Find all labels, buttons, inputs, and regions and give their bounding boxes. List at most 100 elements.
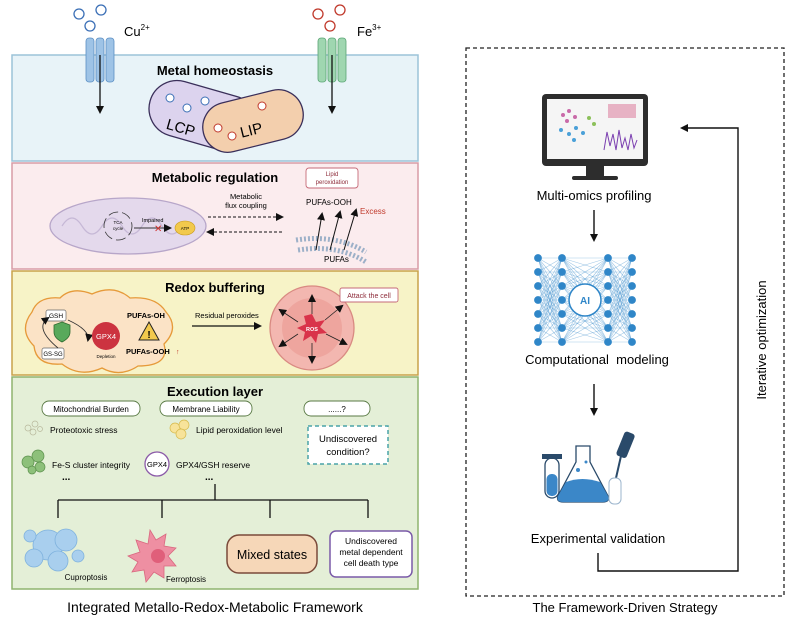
network-node [628, 338, 636, 346]
right-panel-caption: The Framework-Driven Strategy [533, 600, 718, 615]
ros-attack-arrows [278, 294, 348, 364]
left-panel-caption: Integrated Metallo-Redox-Metabolic Frame… [67, 599, 364, 615]
atp-icon [174, 220, 196, 236]
tca-cycle-label: cycle [113, 226, 124, 231]
mitochondrial-burden-label: Mitochondrial Burden [53, 405, 129, 414]
network-node [534, 338, 542, 346]
network-node [628, 268, 636, 276]
network-node [628, 282, 636, 290]
cuproptosis-label: Cuproptosis [65, 573, 108, 582]
network-node [534, 268, 542, 276]
pufa-arrow [315, 212, 325, 251]
undiscovered-death-type-label-1: Undiscovered [345, 536, 397, 546]
mixed-states-label: Mixed states [237, 548, 307, 562]
membrane-liability-box [159, 400, 253, 417]
execution-layer-title: Execution layer [167, 384, 263, 399]
iron-ion-icon [324, 20, 336, 32]
gsh-cycle-arrow [67, 319, 94, 342]
gsh-cycle-arrow [40, 316, 59, 349]
copper-ion-icon [95, 4, 107, 16]
monitor-icon [542, 94, 648, 180]
membrane-more-dots: ... [205, 472, 214, 483]
up-arrow-icon: ↑ [176, 349, 180, 356]
attack-cell-label: Attack the cell [347, 293, 391, 300]
pipette-icon [608, 431, 635, 505]
pufa-arrow [343, 208, 359, 251]
flux-label-2: flux coupling [225, 201, 267, 210]
pufas-oh-label: PUFAs-OH [127, 311, 165, 320]
metal-homeostasis-title: Metal homeostasis [157, 63, 273, 78]
test-tube-icon [542, 454, 562, 499]
lip-pool-icon [202, 89, 304, 153]
undiscovered-condition-label-2: condition? [326, 447, 369, 458]
network-node [604, 338, 612, 346]
mitochondrial-burden-box [41, 400, 141, 417]
outcome-tree-connector [57, 484, 369, 518]
undiscovered-condition-box [307, 425, 389, 465]
network-node [604, 268, 612, 276]
lip-label: LIP [238, 120, 264, 142]
pufas-label: PUFAs [324, 255, 349, 264]
cuproptosis-cell-icon [23, 528, 85, 572]
ferroptosis-cell-icon [127, 528, 177, 583]
lipid-droplet-icon [169, 419, 190, 440]
iron-ion-icon [312, 8, 324, 20]
network-node [604, 254, 612, 262]
network-node [558, 268, 566, 276]
network-node [604, 310, 612, 318]
network-node [628, 324, 636, 332]
copper-ion-icon [73, 8, 85, 20]
gpx4-small-label: GPX4 [147, 460, 167, 469]
atp-label: ATP [181, 226, 189, 231]
tca-cycle-icon [103, 211, 133, 241]
network-node [604, 324, 612, 332]
residual-peroxides-label: Residual peroxides [195, 311, 259, 320]
undiscovered-death-type-label-3: cell death type [344, 558, 399, 568]
block-x-icon: ✕ [154, 224, 162, 235]
network-node [534, 282, 542, 290]
iterative-optimization-label: Iterative optimization [754, 280, 769, 399]
copper-label: Cu2+ [124, 23, 150, 39]
ros-label: ROS [306, 327, 318, 333]
ferroptosis-label: Ferroptosis [166, 575, 206, 584]
pufas-ooh-label: PUFAs-OOH [306, 198, 352, 207]
computational-modeling-label: Computational modeling [525, 352, 669, 367]
mito-more-dots: ... [62, 472, 71, 483]
iron-ion-icon [334, 4, 346, 16]
gssg-label: GS-SG [43, 352, 63, 358]
network-node [558, 310, 566, 318]
gsh-box [45, 309, 67, 322]
ai-label: AI [580, 296, 590, 307]
network-node [558, 296, 566, 304]
network-node [628, 254, 636, 262]
strategy-panel-border [465, 47, 785, 597]
network-node [534, 324, 542, 332]
flask-icon [556, 445, 610, 503]
network-node [604, 296, 612, 304]
fe-s-cluster-label: Fe-S cluster integrity [52, 460, 131, 470]
metabolic-regulation-title: Metabolic regulation [152, 170, 278, 185]
unknown-factor-box [303, 400, 371, 417]
fe-s-cluster-icon [21, 449, 46, 475]
impaired-label: Impaired [142, 218, 163, 224]
proteotoxic-icon [24, 420, 43, 436]
gpx4-gsh-reserve-label: GPX4/GSH reserve [176, 460, 250, 470]
proteotoxic-stress-label: Proteotoxic stress [50, 425, 118, 435]
network-node [558, 338, 566, 346]
lipid-peroxidation-box [305, 167, 359, 189]
ros-burst-icon [297, 314, 327, 343]
network-node [628, 296, 636, 304]
neural-network-icon [534, 254, 636, 346]
lipid-peroxidation-label-1: Lipid [326, 172, 339, 178]
lipid-peroxidation-level-label: Lipid peroxidation level [196, 425, 283, 435]
network-node [558, 324, 566, 332]
undiscovered-death-type-label-2: metal dependent [339, 547, 403, 557]
copper-ion-icon [84, 20, 96, 32]
iron-label: Fe3+ [357, 23, 382, 39]
warning-icon [138, 320, 160, 341]
warning-mark: ! [147, 330, 150, 341]
redox-buffering-title: Redox buffering [165, 280, 265, 295]
excess-label: Excess [360, 207, 386, 216]
depletion-label: Depletion [96, 354, 116, 359]
experimental-validation-label: Experimental validation [531, 531, 665, 546]
